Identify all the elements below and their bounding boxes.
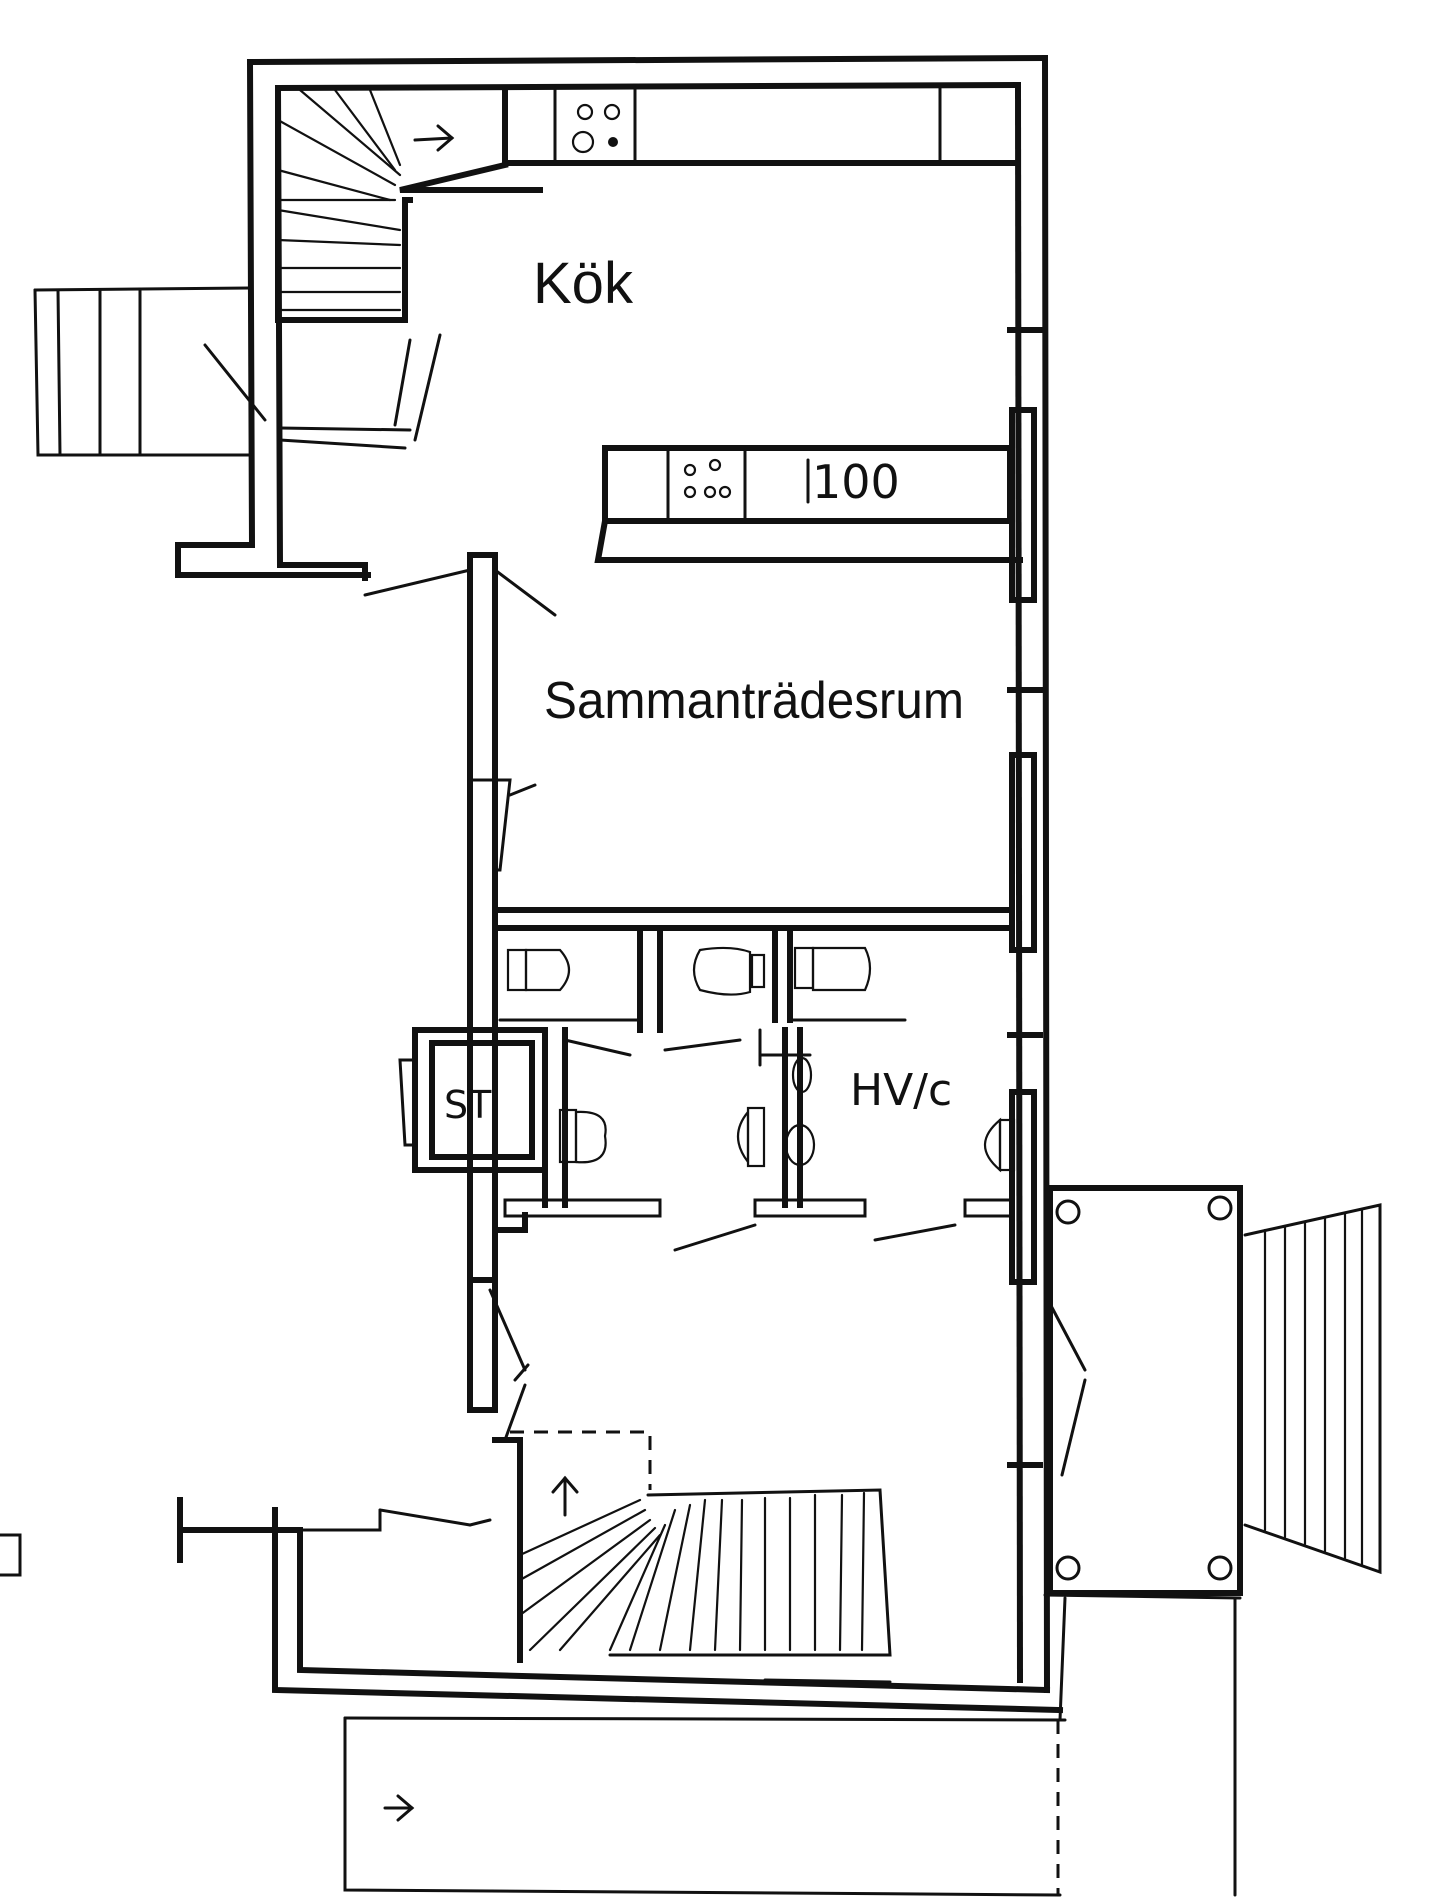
meeting-room-label: Sammanträdesrum <box>544 672 964 730</box>
toilet-icons <box>506 946 1016 1173</box>
right-porch <box>1043 1185 1243 1600</box>
terrace-arrow-icon <box>383 1794 415 1822</box>
direction-arrow-icon <box>413 124 455 152</box>
upper-staircase <box>275 85 413 323</box>
lower-hall-doors <box>488 1288 1087 1477</box>
bottom-terrace <box>343 1596 1237 1897</box>
right-wall-windows <box>1007 327 1043 1468</box>
left-entrance-steps <box>33 286 442 457</box>
up-arrow-icon <box>551 1475 579 1517</box>
kitchen-top-counter <box>399 85 1021 193</box>
meeting-room-entry <box>277 552 557 872</box>
storage-room <box>398 1027 548 1173</box>
lower-left-vestibule <box>0 1508 492 1577</box>
lower-staircase <box>492 1430 892 1663</box>
storage-label: ST <box>444 1083 492 1127</box>
stove-top-icon <box>571 103 621 154</box>
counter-length-annotation: 100 <box>812 455 900 509</box>
island-hob-icon <box>683 458 732 499</box>
kitchen-label: Kök <box>533 251 634 316</box>
restroom-block <box>467 907 1015 1283</box>
right-entrance-steps <box>1243 1203 1382 1575</box>
wc-label: HV/c <box>850 1065 952 1116</box>
